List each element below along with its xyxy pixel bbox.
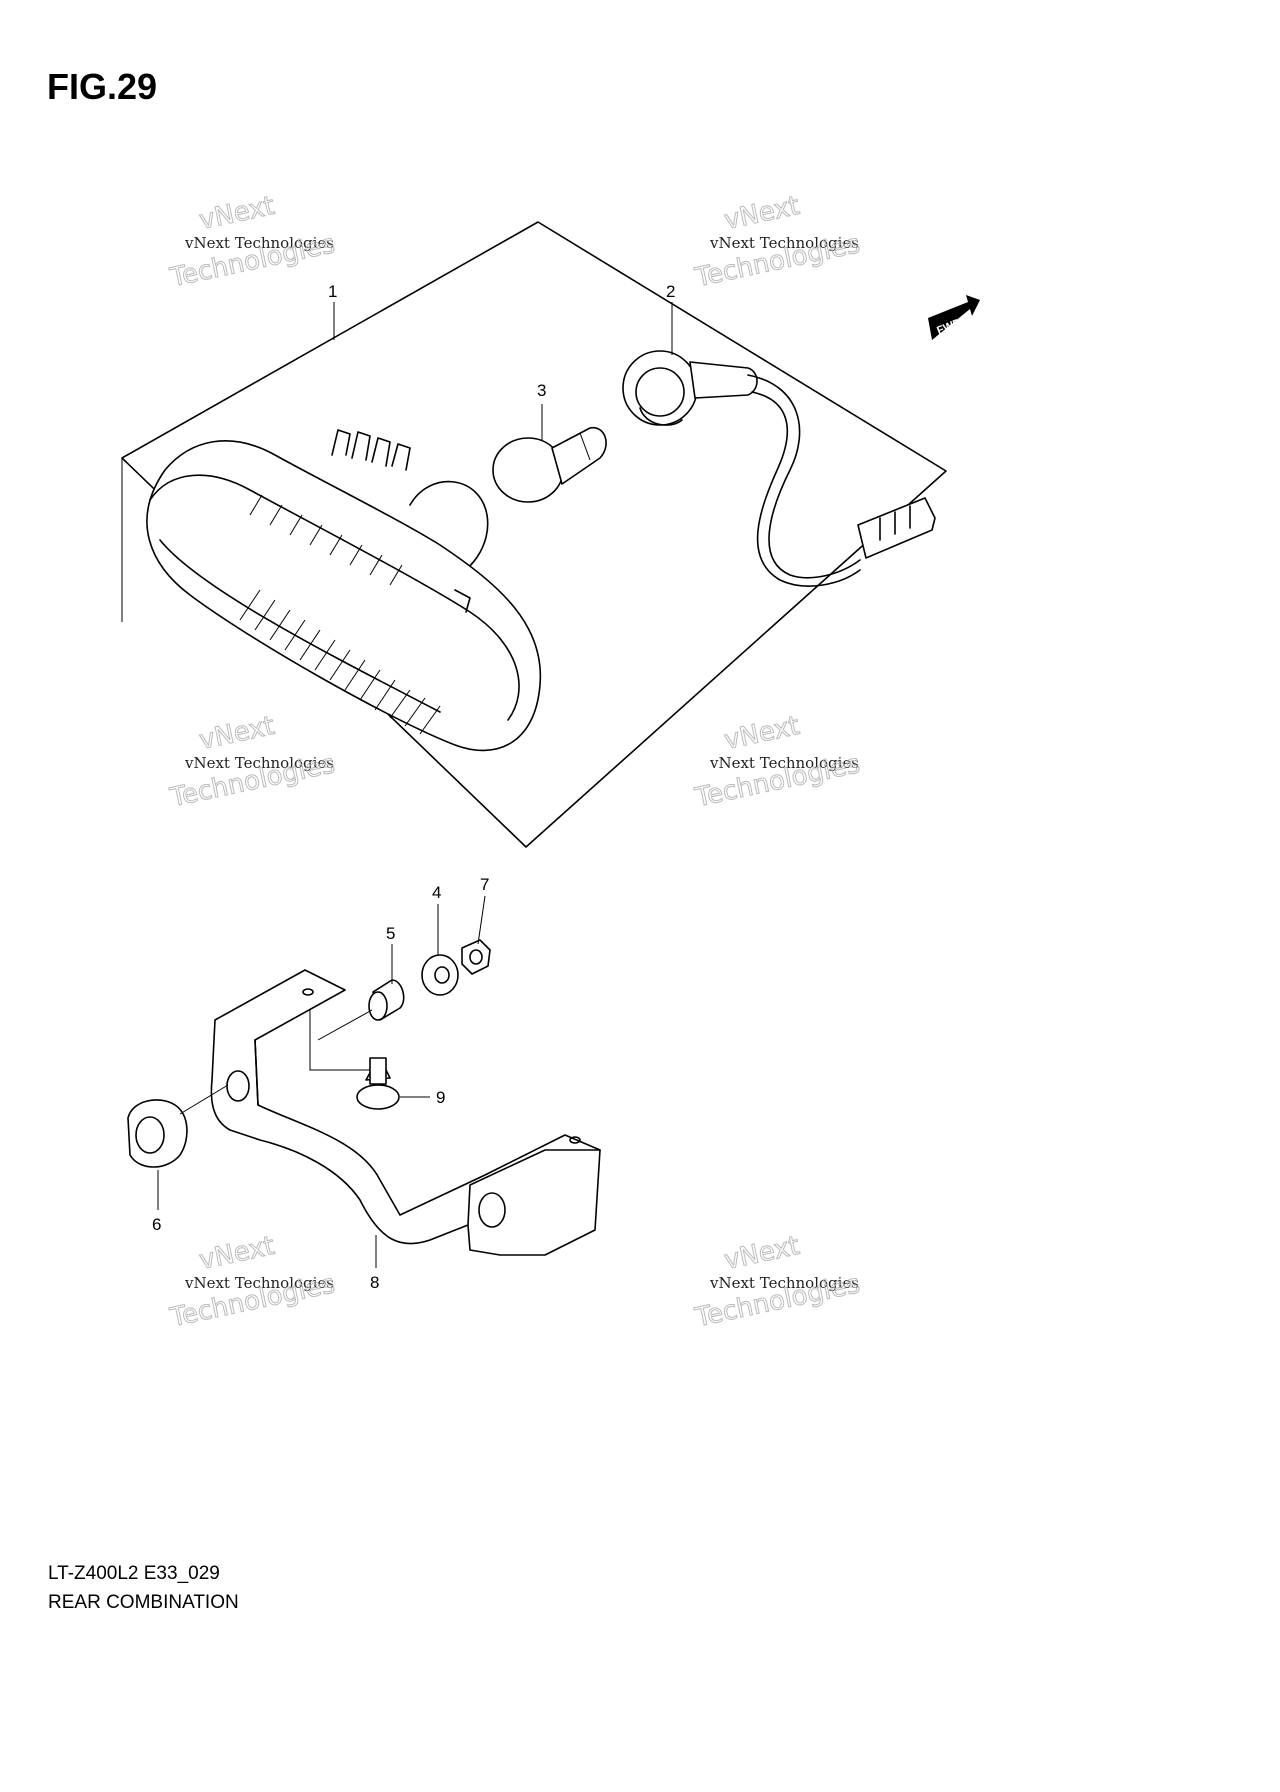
svg-text:vNext: vNext <box>197 191 278 236</box>
nut <box>461 939 491 975</box>
callout-4: 4 <box>432 883 441 902</box>
figure-title: FIG.29 <box>47 66 158 107</box>
callout-2: 2 <box>666 282 675 301</box>
tail-lamp-housing <box>146 429 542 752</box>
callout-5: 5 <box>386 924 395 943</box>
watermark: vNext vNext Technologies Technologies <box>166 190 338 294</box>
svg-text:vNext Technologies: vNext Technologies <box>184 754 334 772</box>
washer <box>421 954 459 996</box>
watermark: vNext vNext Technologies Technologies <box>166 710 338 814</box>
watermark: vNext vNext Technologies Technologies <box>691 1230 863 1334</box>
callout-1: 1 <box>328 282 337 301</box>
bolt <box>356 1057 400 1110</box>
svg-text:vNext Technologies: vNext Technologies <box>184 234 334 252</box>
svg-text:vNext Technologies: vNext Technologies <box>709 1274 859 1292</box>
svg-text:vNext Technologies: vNext Technologies <box>709 234 859 252</box>
bulb-socket <box>622 350 936 587</box>
bracket <box>210 969 601 1256</box>
diagram-name: REAR COMBINATION <box>48 1592 239 1613</box>
watermark: vNext vNext Technologies Technologies <box>691 710 863 814</box>
assembly-box <box>121 221 947 848</box>
callout-6: 6 <box>152 1215 161 1234</box>
fwd-arrow-icon: FWD <box>928 295 980 340</box>
svg-text:vNext: vNext <box>722 191 803 236</box>
callout-9: 9 <box>436 1088 445 1107</box>
svg-text:vNext Technologies: vNext Technologies <box>709 754 859 772</box>
callout-8: 8 <box>370 1273 379 1292</box>
diagram-code: LT-Z400L2 E33_029 <box>48 1563 220 1584</box>
svg-text:vNext Technologies: vNext Technologies <box>184 1274 334 1292</box>
svg-text:vNext: vNext <box>722 1231 803 1276</box>
svg-text:vNext: vNext <box>722 711 803 756</box>
leader-lines <box>157 302 673 1268</box>
clip-nut <box>127 1099 188 1168</box>
svg-text:vNext: vNext <box>197 1231 278 1276</box>
collar <box>368 979 405 1021</box>
svg-text:vNext: vNext <box>197 711 278 756</box>
callout-7: 7 <box>480 875 489 894</box>
callout-3: 3 <box>537 381 546 400</box>
bulb <box>492 427 607 503</box>
watermark: vNext vNext Technologies Technologies <box>166 1230 338 1334</box>
watermark: vNext vNext Technologies Technologies <box>691 190 863 294</box>
